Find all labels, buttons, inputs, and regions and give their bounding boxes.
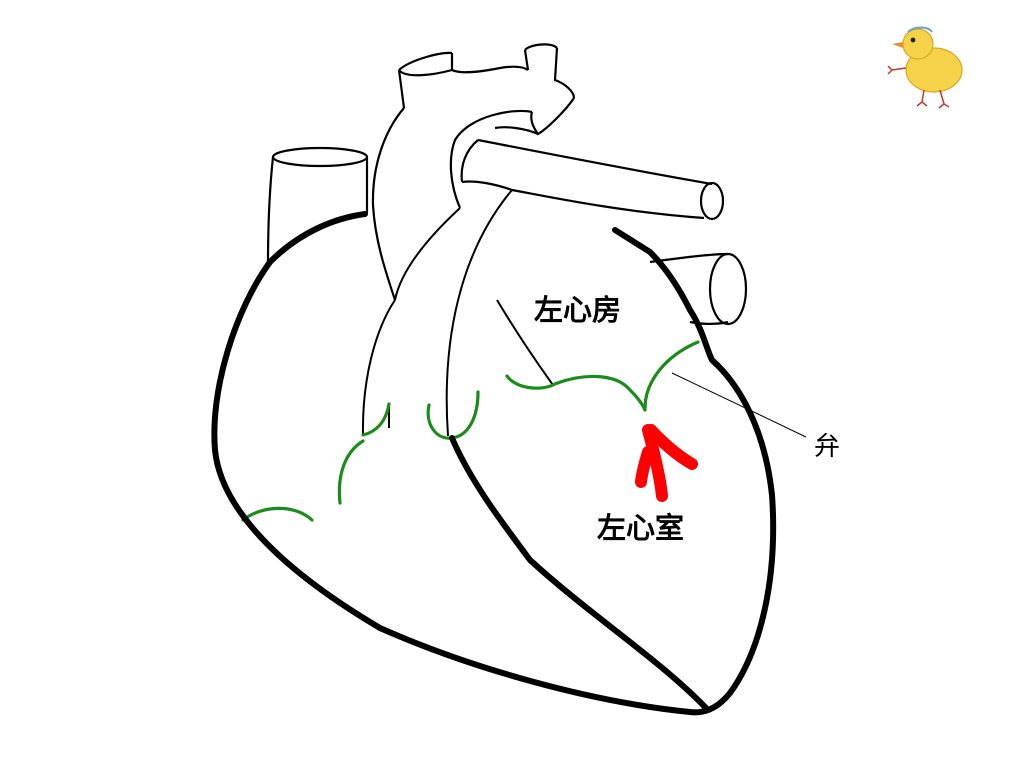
valve-label: 弁 bbox=[814, 432, 841, 462]
left-atrium-label: 左心房 bbox=[534, 293, 622, 327]
left-ventricle-label: 左心室 bbox=[597, 511, 685, 545]
inner-lines bbox=[361, 189, 554, 437]
valve-leader-line bbox=[671, 372, 807, 438]
valve-lines bbox=[241, 340, 700, 522]
vena-cava bbox=[266, 146, 369, 263]
heart-outline bbox=[211, 211, 777, 716]
arrow-up-icon bbox=[635, 424, 698, 502]
pulmonary-artery bbox=[460, 138, 725, 221]
chick-icon bbox=[887, 26, 963, 109]
aorta bbox=[371, 43, 576, 301]
